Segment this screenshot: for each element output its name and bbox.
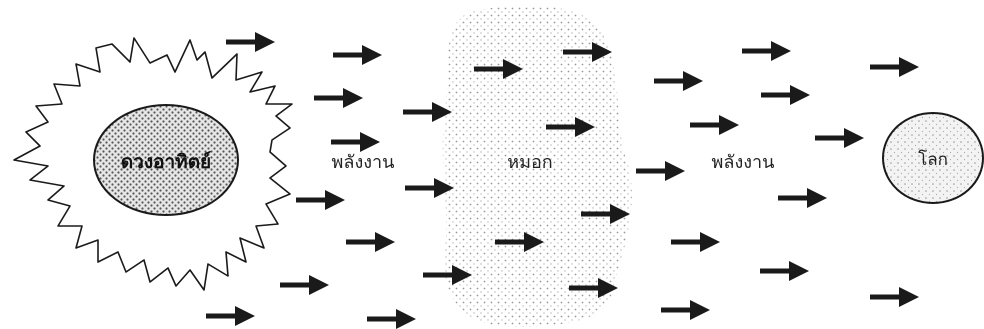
fog-label: หมอก bbox=[507, 152, 552, 173]
sun-label: ดวงอาทิตย์ bbox=[121, 151, 211, 173]
energy-label-left: พลังงาน bbox=[332, 152, 395, 173]
earth-label: โลก bbox=[918, 149, 948, 170]
energy-label-right: พลังงาน bbox=[712, 152, 775, 173]
